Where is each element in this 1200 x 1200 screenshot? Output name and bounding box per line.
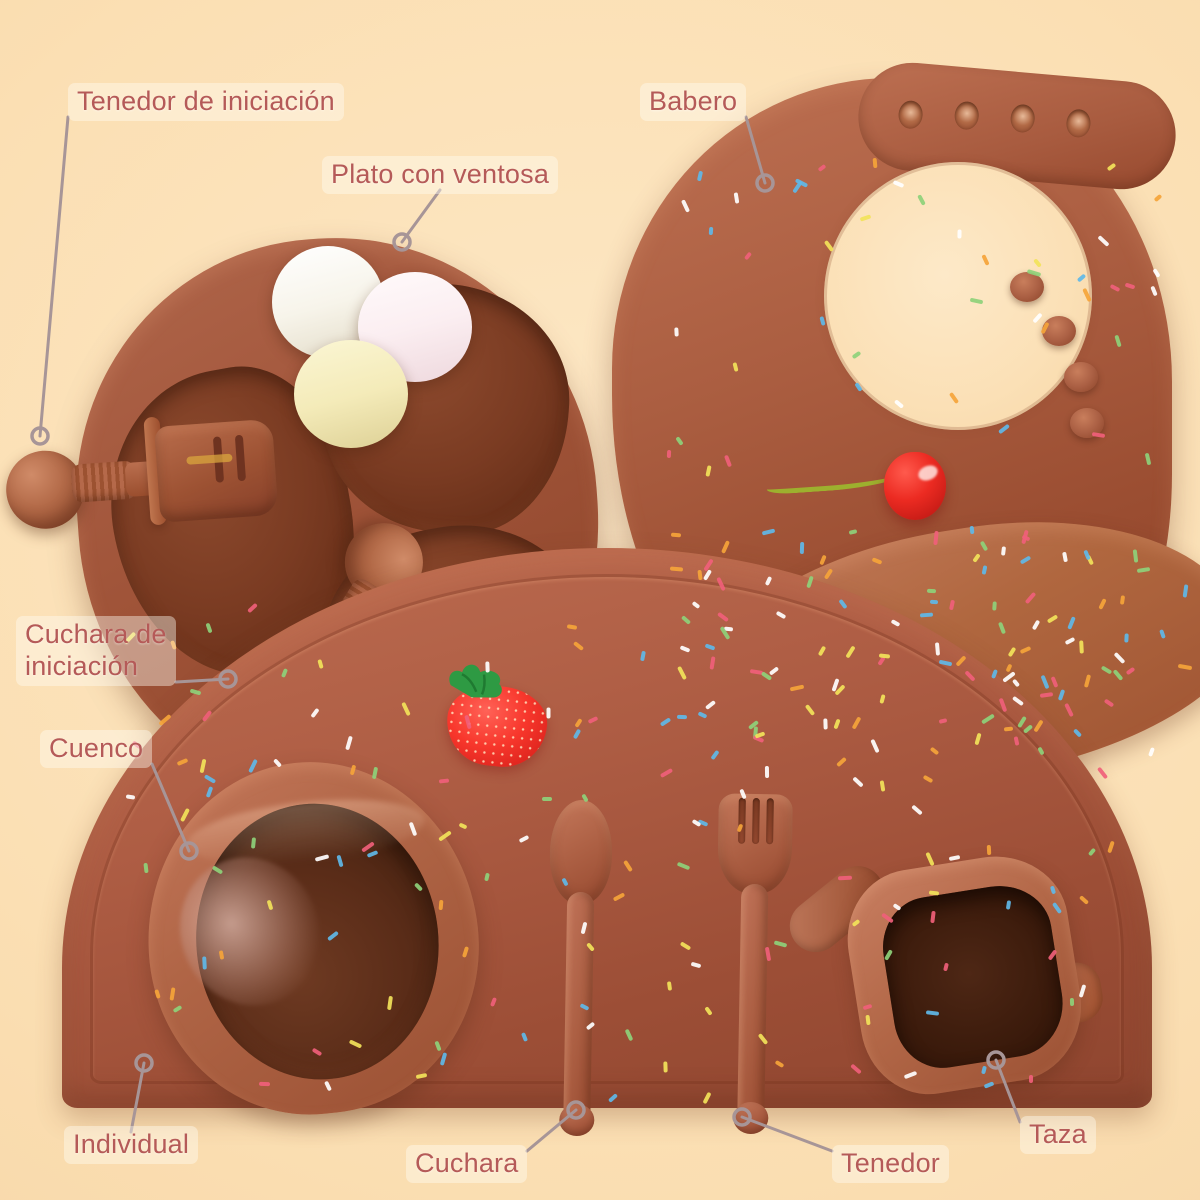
bib-snap-stud (1064, 362, 1098, 392)
sprinkle (485, 661, 490, 673)
sprinkle (992, 601, 997, 611)
spoon-handle (563, 891, 595, 1131)
sprinkle (837, 875, 853, 881)
strawberry-leaf-icon (449, 664, 502, 698)
bib-snap-stud (1042, 316, 1076, 346)
sprinkle (258, 1081, 271, 1087)
fork-tine-gap (766, 798, 774, 845)
sprinkle (1148, 747, 1155, 757)
fork-head (717, 793, 793, 895)
sprinkle (666, 449, 672, 459)
sprinkle (202, 956, 207, 970)
silicone-spoon[interactable] (545, 799, 613, 1137)
sprinkle (670, 532, 682, 538)
sprinkle (1069, 997, 1075, 1007)
sprinkle (663, 1061, 668, 1073)
callout-label-tenedor: Tenedor (832, 1145, 949, 1183)
sprinkle (986, 844, 992, 856)
bib-snap-hole (1009, 103, 1036, 134)
fork-tine-gap (738, 797, 746, 844)
callout-label-taza: Taza (1020, 1116, 1096, 1154)
cherry-highlight (916, 462, 940, 484)
callout-label-plato-ventosa: Plato con ventosa (322, 156, 559, 194)
sprinkle (674, 327, 679, 337)
sprinkle (708, 226, 714, 236)
leader-line-tenedor-iniciacion (38, 115, 70, 438)
callout-label-cuenco: Cuenco (40, 730, 153, 768)
macaron-yellow (294, 340, 408, 448)
sprinkle (542, 797, 552, 801)
sprinkle (546, 707, 551, 719)
strawberry (435, 656, 557, 772)
bib-snap-hole (897, 99, 924, 130)
cup-interior (875, 878, 1071, 1075)
sprinkle (1079, 640, 1084, 654)
sprinkle (764, 765, 770, 779)
sprinkle (823, 718, 828, 730)
sprinkle (676, 714, 688, 720)
starter-fork-head (154, 418, 279, 523)
silicone-fork[interactable] (713, 793, 793, 1135)
bib-snap-hole (953, 100, 980, 131)
callout-label-individual: Individual (64, 1126, 199, 1164)
spoon-handle-end (559, 1103, 595, 1137)
sprinkle (1124, 633, 1129, 643)
cup-body (837, 845, 1092, 1104)
callout-label-babero: Babero (640, 83, 747, 121)
silicone-cup[interactable] (779, 834, 1108, 1120)
sprinkle (969, 525, 975, 535)
fork-handle (737, 883, 769, 1129)
sprinkle (872, 157, 878, 169)
spoon-bowl (549, 799, 613, 905)
callout-label-cuchara: Cuchara (406, 1145, 528, 1183)
sprinkle (957, 229, 962, 239)
sprinkle (799, 541, 805, 555)
fork-tine-gap (752, 797, 760, 845)
cherry (884, 452, 946, 520)
sprinkle (929, 599, 939, 605)
bib-neck-opening (824, 162, 1092, 430)
starter-fork[interactable] (2, 415, 280, 554)
callout-label-tenedor-iniciacion: Tenedor de iniciación (68, 83, 344, 121)
leader-line-plato-ventosa (400, 188, 442, 244)
sprinkle (1096, 766, 1109, 780)
fork-handle-end (733, 1101, 769, 1135)
sprinkle (926, 588, 937, 594)
bib-snap-hole (1065, 108, 1092, 139)
bib-snap-stud (1010, 272, 1044, 302)
sprinkle (1029, 1075, 1033, 1083)
callout-label-cuchara-iniciacion: Cuchara de iniciación (16, 616, 176, 686)
